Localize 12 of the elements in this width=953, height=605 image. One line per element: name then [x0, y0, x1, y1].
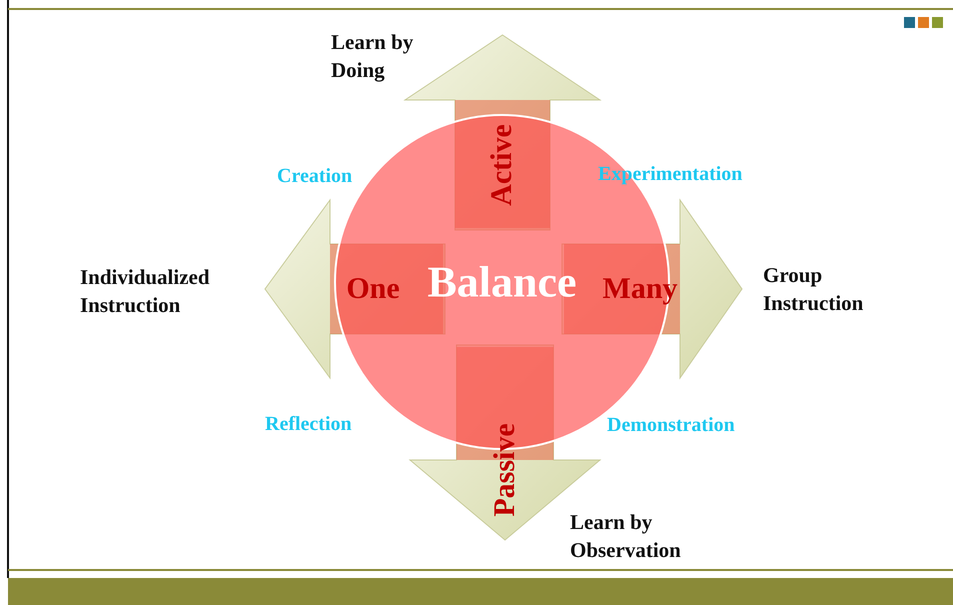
arrow-label: Passive — [488, 423, 522, 517]
caption-text: Learn by Observation — [570, 509, 682, 564]
arrow-label: Active — [485, 124, 519, 206]
caption-text: Individualized Instruction — [80, 264, 211, 319]
center-title: Balance — [427, 256, 577, 308]
keyword-label: Experimentation — [598, 162, 742, 187]
keyword-label: Reflection — [265, 412, 352, 437]
keyword-label: Creation — [277, 164, 352, 189]
caption-text: Learn by Doing — [331, 29, 414, 84]
keyword-label: Demonstration — [607, 413, 735, 438]
caption-text: Group Instruction — [763, 262, 864, 317]
arrow-label: One — [346, 272, 400, 306]
